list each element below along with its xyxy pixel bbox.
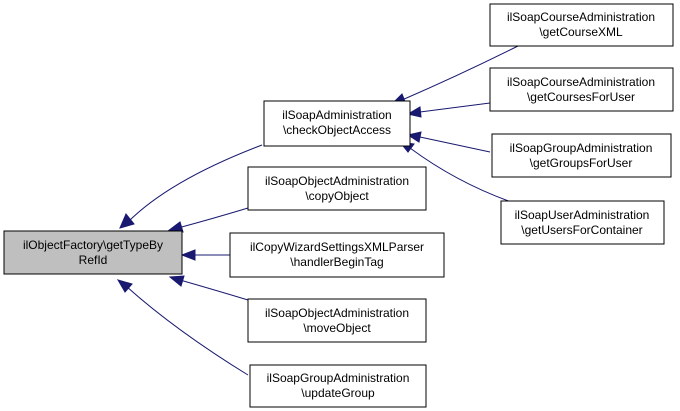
node-box (247, 166, 427, 211)
node-box (229, 232, 445, 278)
node-label-line-2: \handlerBeginTag (290, 255, 383, 269)
arrowhead-checkObjectAccess-from-getGroupsForUser (406, 131, 422, 143)
node-label-line-1: ilCopyWizardSettingsXMLParser (250, 240, 424, 254)
arrowheads (116, 93, 422, 293)
node-box (249, 364, 427, 408)
node-moveObject[interactable]: ilSoapObjectAdministration \moveObject (247, 298, 427, 343)
node-getUsersForContainer[interactable]: ilSoapUserAdministration \getUsersForCon… (500, 200, 665, 245)
arrowhead-getTypeByRefId-from-updateGroup (116, 279, 133, 293)
node-label-line-1: ilSoapAdministration (282, 108, 391, 122)
edge-getCoursesForUser-to-checkObjectAccess (419, 102, 491, 113)
node-label-line-2: \getGroupsForUser (530, 156, 633, 170)
edge-moveObject-to-getTypeByRefId (179, 279, 249, 301)
node-label-line-2: \getUsersForContainer (521, 223, 642, 237)
node-label-line-2: RefId (79, 253, 108, 267)
node-label-line-1: ilSoapCourseAdministration (507, 10, 655, 24)
node-box (491, 133, 672, 178)
node-label-line-2: \copyObject (305, 189, 369, 203)
edge-updateGroup-to-getTypeByRefId (125, 285, 249, 376)
node-box (489, 3, 674, 47)
node-getGroupsForUser[interactable]: ilSoapGroupAdministration \getGroupsForU… (491, 133, 672, 178)
edge-checkObjectAccess-to-getTypeByRefId (127, 144, 263, 223)
node-box (489, 67, 674, 112)
node-checkObjectAccess[interactable]: ilSoapAdministration \checkObjectAccess (263, 100, 411, 147)
node-label-line-1: ilSoapGroupAdministration (510, 141, 653, 155)
node-label-line-1: ilSoapObjectAdministration (265, 306, 409, 320)
node-copyObject[interactable]: ilSoapObjectAdministration \copyObject (247, 166, 427, 211)
edges (125, 44, 521, 376)
arrowhead-checkObjectAccess-from-getCoursesForUser (406, 106, 422, 118)
edge-copyObject-to-getTypeByRefId (177, 207, 249, 229)
edge-getGroupsForUser-to-checkObjectAccess (419, 136, 491, 153)
node-label-line-2: \getCoursesForUser (527, 90, 635, 104)
node-label-line-1: ilSoapCourseAdministration (507, 75, 655, 89)
node-label-line-2: \checkObjectAccess (283, 123, 391, 137)
node-getTypeByRefId[interactable]: ilObjectFactory\getTypeBy RefId (3, 230, 183, 275)
node-label-line-2: \updateGroup (301, 386, 375, 400)
node-box (263, 100, 411, 147)
arrowhead-getTypeByRefId-from-handlerBeginTag (180, 249, 196, 261)
node-handlerBeginTag[interactable]: ilCopyWizardSettingsXMLParser \handlerBe… (229, 232, 445, 278)
node-label-line-2: \moveObject (303, 321, 371, 335)
node-updateGroup[interactable]: ilSoapGroupAdministration \updateGroup (249, 364, 427, 408)
arrowhead-getTypeByRefId-from-moveObject (168, 275, 185, 287)
node-label-line-2: \getCourseXML (539, 25, 623, 39)
node-label-line-1: ilSoapObjectAdministration (265, 174, 409, 188)
node-box (3, 230, 183, 275)
node-box (247, 298, 427, 343)
node-label-line-1: ilSoapGroupAdministration (267, 371, 410, 385)
node-label-line-1: ilSoapUserAdministration (515, 208, 650, 222)
node-getCourseXML[interactable]: ilSoapCourseAdministration \getCourseXML (489, 3, 674, 47)
node-box (500, 200, 665, 245)
edge-getCourseXML-to-checkObjectAccess (401, 44, 521, 101)
arrowhead-getTypeByRefId-from-checkObjectAccess (119, 213, 135, 229)
edge-getUsersForContainer-to-checkObjectAccess (409, 147, 521, 206)
node-getCoursesForUser[interactable]: ilSoapCourseAdministration \getCoursesFo… (489, 67, 674, 112)
node-label-line-1: ilObjectFactory\getTypeBy (23, 238, 163, 252)
